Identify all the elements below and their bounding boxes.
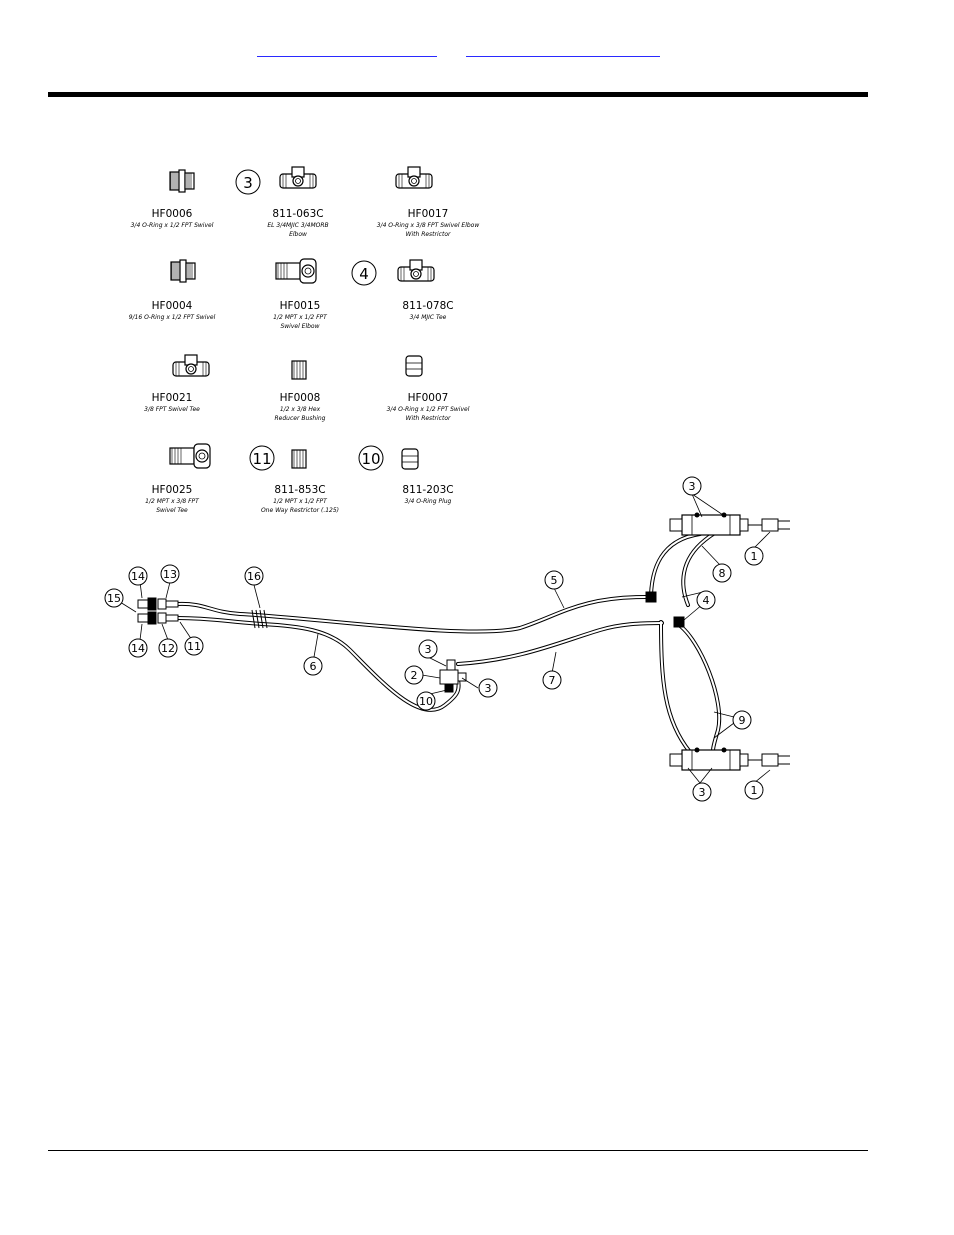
callout-15: 15 [107,592,121,605]
hose-wrap [251,609,268,629]
callout-16: 16 [247,570,261,583]
part-number: 811-078C [402,300,453,312]
cylinder-lower [669,746,763,771]
part-key-11: 11 [252,450,271,468]
callout-3: 3 [699,786,706,799]
callout-labels: 3 1 8 4 5 16 14 13 15 14 12 11 6 3 2 3 1… [107,480,758,799]
hoses [176,528,727,758]
part-description: 3/4 O-Ring x 1/2 FPT Swivel [387,406,470,413]
header-link-1[interactable] [257,42,437,57]
top-rule [48,92,868,97]
part-number: 811-853C [274,484,325,496]
callout-14: 14 [131,570,145,583]
part-description: 9/16 O-Ring x 1/2 FPT Swivel [129,314,216,321]
part-description: With Restrictor [406,231,451,238]
callout-9: 9 [739,714,746,727]
fitting-hf0004-icon [170,259,196,283]
part-description: 1/2 x 3/8 Hex [280,406,321,413]
part-description: 3/4 O-Ring x 1/2 FPT Swivel [131,222,214,229]
part-description: 3/4 MJIC Tee [410,314,447,321]
part-number: HF0004 [152,300,193,312]
bottom-rule [48,1150,868,1151]
fitting-hf0008-icon [291,360,307,380]
part-description: With Restrictor [406,415,451,422]
parts-catalog: HF0006 3/4 O-Ring x 1/2 FPT Swivel 811-0… [129,208,480,514]
callout-14: 14 [131,642,145,655]
fitting-hf0017-icon [395,166,433,189]
fitting-hf0006-icon [169,169,195,193]
callout-7: 7 [549,674,556,687]
coupler-group [137,597,179,625]
part-number: HF0025 [152,484,193,496]
clevis-upper [761,518,791,532]
header-link-2[interactable] [466,42,660,57]
fitting-811-063c-icon [279,166,317,189]
part-number: HF0008 [280,392,321,404]
part-key-3: 3 [243,174,253,192]
fitting-811-853c-icon [291,449,307,469]
part-number: HF0017 [408,208,449,220]
clevis-lower [761,753,791,767]
part-description: Swivel Elbow [280,323,319,330]
callout-2: 2 [411,669,418,682]
callout-8: 8 [719,567,726,580]
callout-4: 4 [703,594,710,607]
callout-5: 5 [551,574,558,587]
fitting-hf0007-icon [405,355,423,377]
part-description: Reducer Bushing [275,415,326,422]
part-description: 3/8 FPT Swivel Tee [144,406,200,413]
part-description: 1/2 MPT x 1/2 FPT [273,314,328,321]
callout-1: 1 [751,550,758,563]
part-number: HF0007 [408,392,449,404]
cylinder-upper [669,511,763,536]
callout-13: 13 [163,568,177,581]
part-key-markers [235,169,384,471]
callout-6: 6 [310,660,317,673]
fitting-hf0021-icon [172,354,210,377]
part-number: HF0006 [152,208,193,220]
callout-10: 10 [419,695,433,708]
part-description: 3/4 O-Ring x 3/8 FPT Swivel Elbow [377,222,480,229]
part-number: HF0015 [280,300,321,312]
tee-fittings [645,591,685,628]
part-description: EL 3/4MJIC 3/4MORB [267,222,328,229]
part-number: 811-203C [402,484,453,496]
part-description: 3/4 O-Ring Plug [405,498,452,505]
center-tee-assembly [439,659,467,693]
fitting-hf0025-icon [169,443,211,469]
part-description: Swivel Tee [156,507,188,514]
part-description: One Way Restrictor (.125) [261,507,339,514]
callout-3: 3 [689,480,696,493]
part-key-4: 4 [359,265,369,283]
callout-3: 3 [485,682,492,695]
callout-circles [104,476,764,802]
part-description: 1/2 MPT x 1/2 FPT [273,498,328,505]
fitting-811-203c-icon [401,448,419,470]
fitting-811-078c-icon [397,259,435,282]
part-key-10: 10 [361,450,380,468]
leader-lines [119,493,771,784]
callout-12: 12 [161,642,175,655]
callout-3: 3 [425,643,432,656]
callout-11: 11 [187,640,201,653]
fitting-hf0015-icon [275,258,317,284]
part-number: HF0021 [152,392,193,404]
part-number: 811-063C [272,208,323,220]
part-description: 1/2 MPT x 3/8 FPT [145,498,200,505]
callout-1: 1 [751,784,758,797]
part-description: Elbow [289,231,307,238]
